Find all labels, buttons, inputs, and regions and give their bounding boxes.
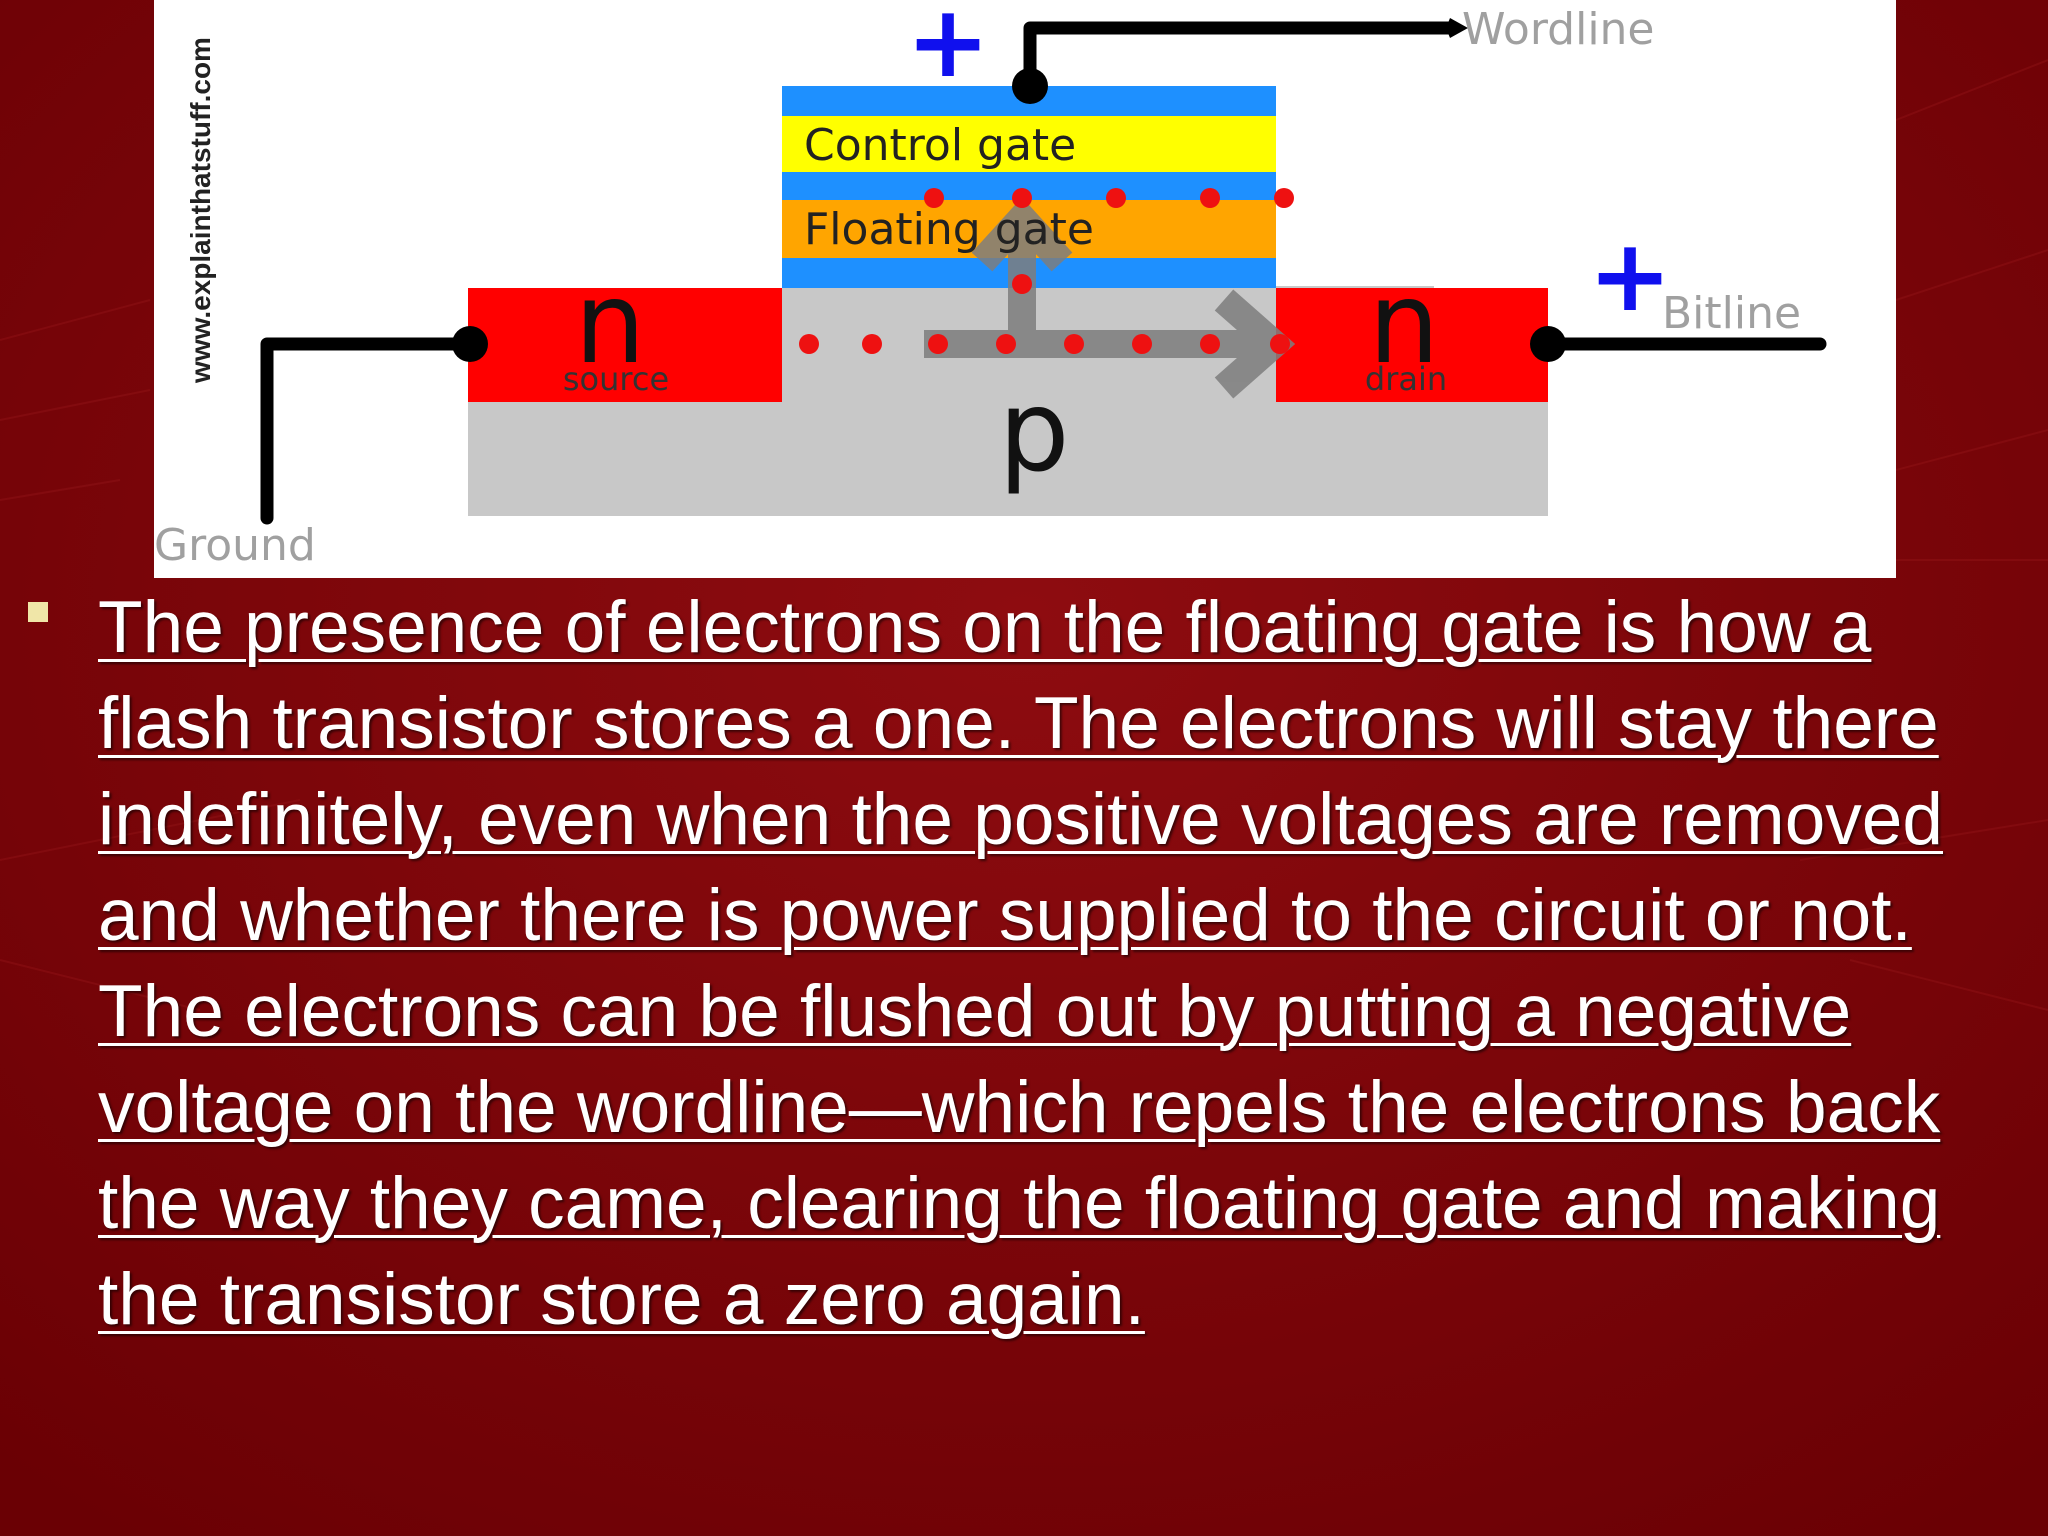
- electron: [1274, 188, 1294, 208]
- ground-label: Ground: [154, 520, 316, 571]
- electron: [928, 334, 948, 354]
- source-region: [468, 288, 782, 402]
- bitline-plus-icon: +: [1588, 217, 1672, 334]
- drain-region: [1276, 288, 1548, 402]
- electron: [799, 334, 819, 354]
- electron: [1012, 274, 1032, 294]
- bullet-text: The presence of electrons on the floatin…: [98, 587, 1943, 1340]
- floating-gate-label: Floating gate: [804, 204, 1094, 255]
- control-gate-label: Control gate: [804, 120, 1076, 171]
- wordline-wire: [1023, 21, 1457, 93]
- ground-wire: [260, 337, 477, 525]
- electron: [1064, 334, 1084, 354]
- wordline-terminal: [1012, 68, 1048, 104]
- bitline-terminal: [1530, 326, 1566, 362]
- electrons: [799, 188, 1294, 354]
- electron: [1012, 188, 1032, 208]
- electron: [1270, 334, 1290, 354]
- source-n-label: n: [575, 259, 646, 389]
- electron: [1200, 334, 1220, 354]
- bullet-square-icon: [28, 602, 48, 622]
- electron: [862, 334, 882, 354]
- source-label: source: [563, 360, 669, 398]
- substrate-label: p: [998, 367, 1069, 497]
- electron: [996, 334, 1016, 354]
- control-gate: [782, 116, 1276, 172]
- wordline-plus-icon: +: [906, 0, 990, 100]
- wires: [260, 21, 1827, 525]
- bitline-label: Bitline: [1662, 288, 1801, 339]
- drain-label: drain: [1365, 360, 1447, 398]
- source-terminal: [452, 326, 488, 362]
- drain-n-label: n: [1369, 259, 1440, 389]
- electron: [1200, 188, 1220, 208]
- watermark-text: www.explainthatstuff.com: [185, 37, 216, 384]
- flash-transistor-diagram: www.explainthatstuff.com: [154, 0, 1896, 578]
- electron: [1132, 334, 1152, 354]
- electron: [1106, 188, 1126, 208]
- wordline-label: Wordline: [1462, 4, 1655, 55]
- wordline-arrow-tip: [1446, 18, 1468, 38]
- electron: [924, 188, 944, 208]
